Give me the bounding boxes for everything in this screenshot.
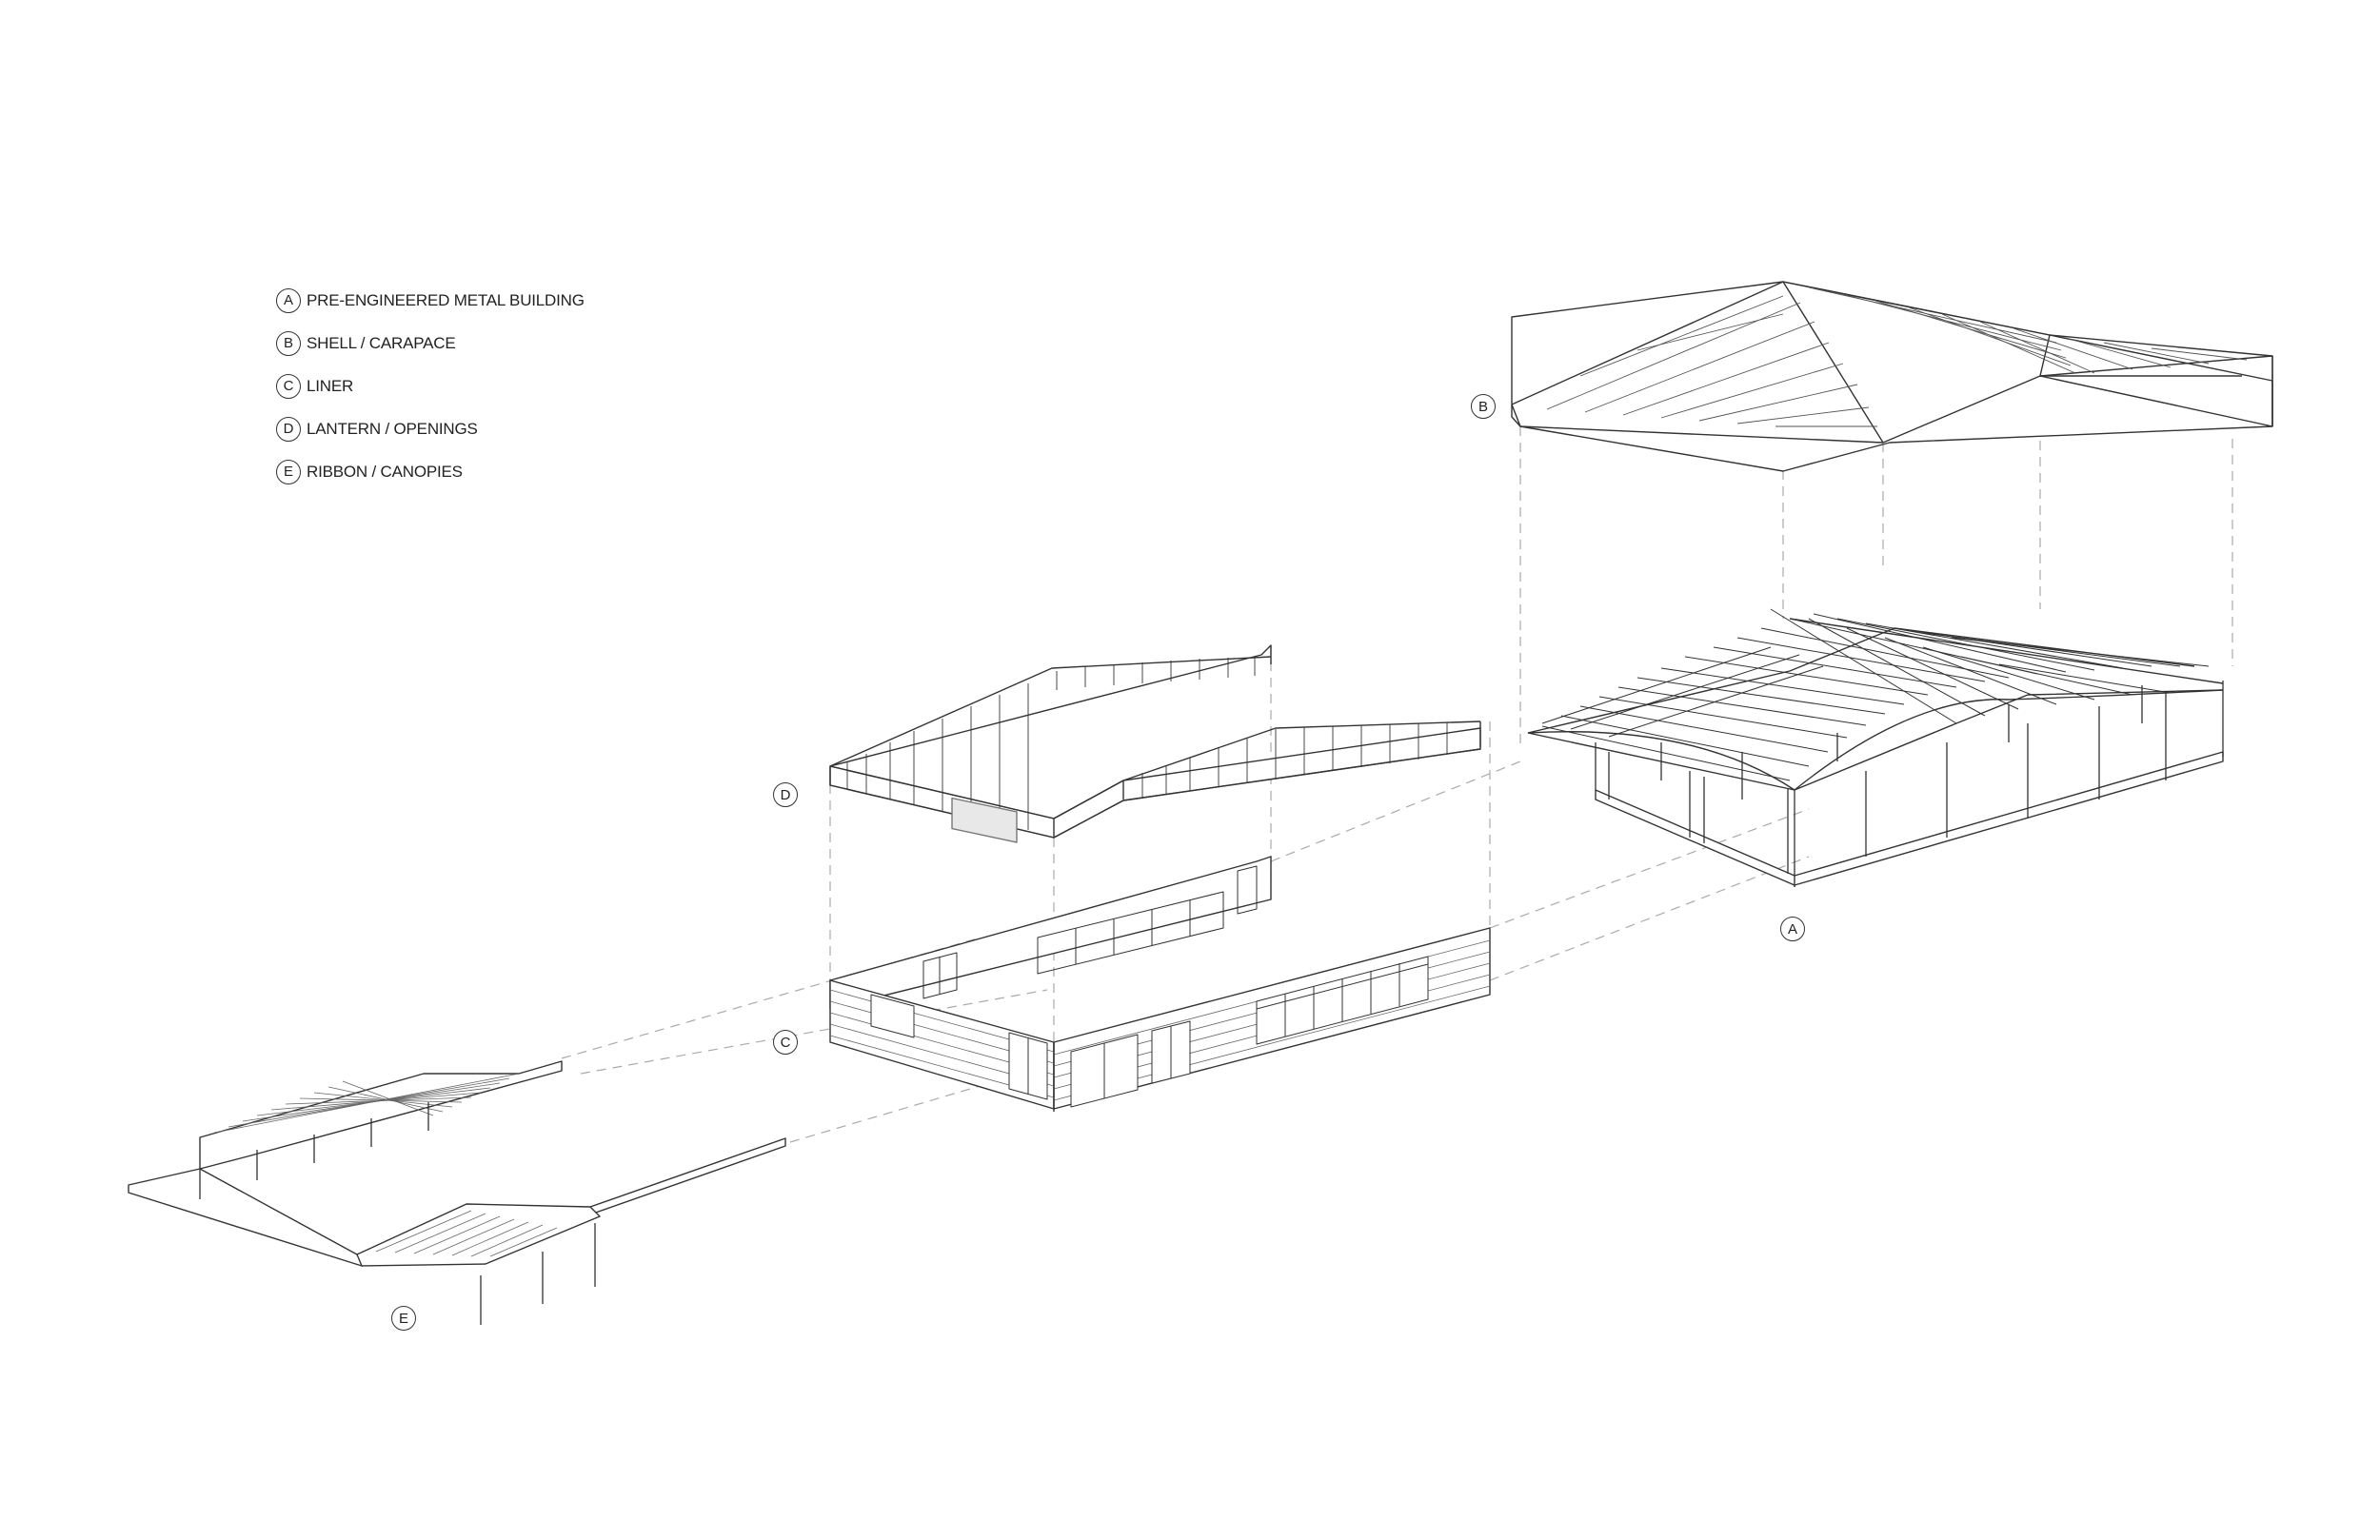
legend-label-e: RIBBON / CANOPIES [307, 462, 463, 481]
metal-building-frame [1527, 608, 2224, 887]
callout-c: C [773, 1030, 798, 1055]
legend-badge-d: D [276, 416, 301, 442]
legend-badge-a: A [276, 287, 301, 313]
legend-item-d: D LANTERN / OPENINGS [276, 407, 585, 450]
ribbon-canopies [128, 1060, 786, 1325]
liner-walls [829, 856, 1491, 1112]
legend-label-d: LANTERN / OPENINGS [307, 419, 478, 438]
legend-item-b: B SHELL / CARAPACE [276, 322, 585, 365]
legend-item-a: A PRE-ENGINEERED METAL BUILDING [276, 279, 585, 322]
legend-label-c: LINER [307, 376, 354, 395]
legend-label-a: PRE-ENGINEERED METAL BUILDING [307, 290, 585, 309]
callout-a: A [1780, 917, 1805, 941]
legend-label-b: SHELL / CARAPACE [307, 333, 456, 352]
lantern-openings [829, 644, 1481, 843]
callout-b: B [1471, 394, 1496, 419]
callout-d: D [773, 782, 798, 807]
legend-badge-e: E [276, 459, 301, 484]
legend-badge-c: C [276, 373, 301, 399]
legend-badge-b: B [276, 330, 301, 356]
legend-item-e: E RIBBON / CANOPIES [276, 450, 585, 493]
legend: A PRE-ENGINEERED METAL BUILDING B SHELL … [276, 279, 585, 493]
legend-item-c: C LINER [276, 365, 585, 407]
shell-carapace-roof [1511, 281, 2273, 472]
callout-e: E [391, 1306, 416, 1331]
